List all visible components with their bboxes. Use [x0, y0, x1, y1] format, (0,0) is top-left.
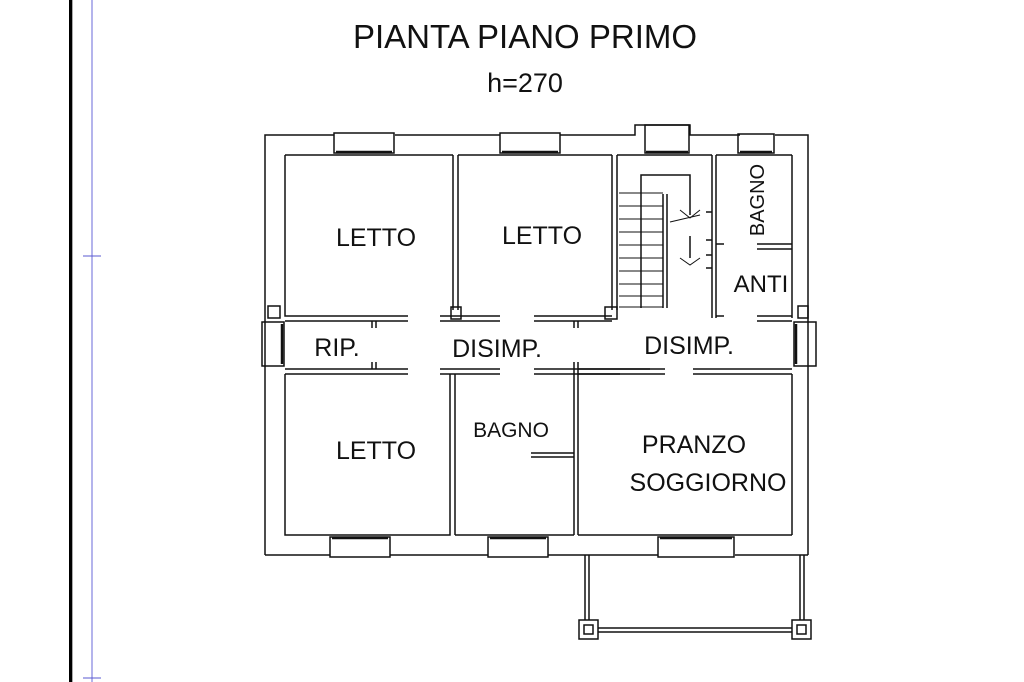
room-label-anti: ANTI [734, 271, 789, 298]
room-label-bagno-2: BAGNO [473, 419, 549, 442]
plan-title: PIANTA PIANO PRIMO [352, 18, 698, 55]
room-label-bagno-1: BAGNO [747, 164, 769, 236]
room-label-soggiorno: SOGGIORNO [630, 469, 787, 497]
plan-subtitle: h=270 [487, 68, 563, 98]
room-label-disimp-2: DISIMP. [644, 332, 734, 360]
room-label-disimp-1: DISIMP. [452, 335, 542, 363]
room-label-letto-2: LETTO [502, 222, 582, 250]
walls [261, 124, 817, 640]
room-label-letto-1: LETTO [336, 224, 416, 252]
room-label-rip: RIP. [314, 334, 359, 362]
room-label-pranzo: PRANZO [642, 431, 746, 459]
room-label-letto-3: LETTO [336, 437, 416, 465]
left-border-line [69, 0, 72, 682]
